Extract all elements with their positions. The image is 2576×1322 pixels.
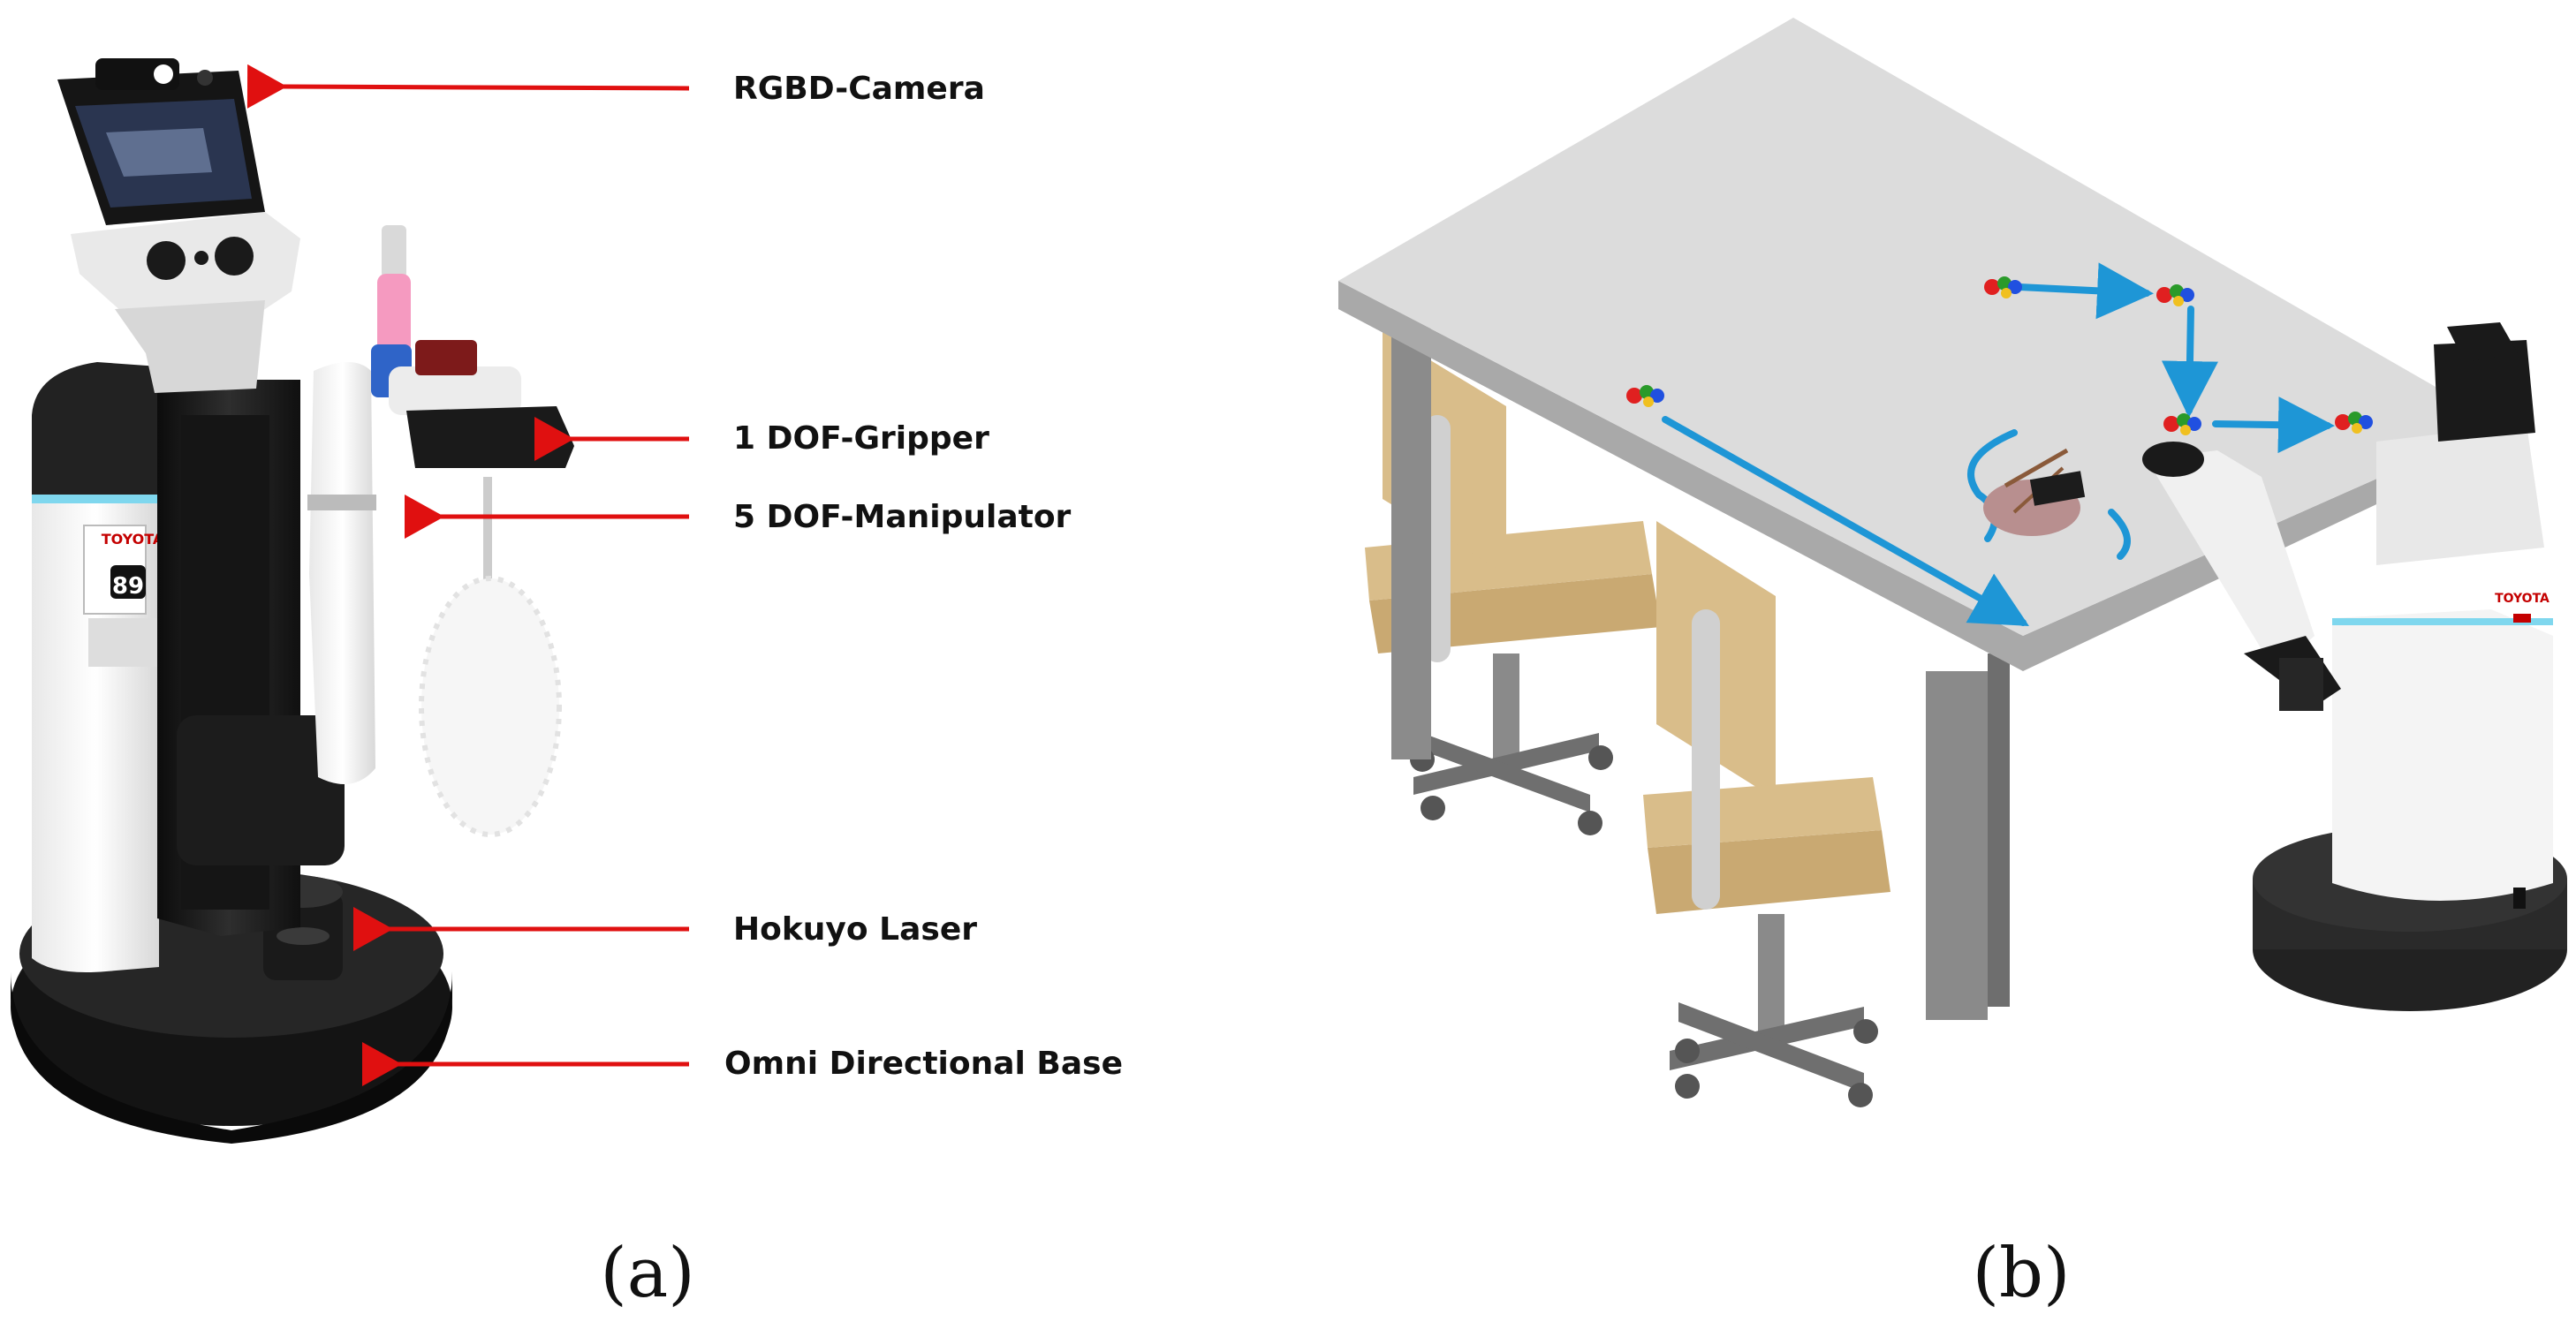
coordinate-frame-icons bbox=[1626, 276, 2373, 435]
label-hokuyo-laser: Hokuyo Laser bbox=[733, 911, 977, 948]
robot-arm bbox=[307, 225, 574, 837]
callout-arrows bbox=[246, 64, 690, 1086]
coordinate-frame-icon bbox=[2163, 413, 2201, 435]
path-top bbox=[2015, 262, 2154, 320]
coordinate-frame-icon bbox=[1626, 385, 1664, 407]
robot-body bbox=[32, 371, 159, 972]
caption-a: (a) bbox=[600, 1234, 694, 1313]
caption-b: (b) bbox=[1973, 1234, 2071, 1313]
table-clutter bbox=[1983, 448, 2086, 536]
coordinate-frame-icon bbox=[1984, 276, 2022, 298]
path-long bbox=[1662, 416, 2029, 626]
brand-sticker: TOYOTA 89 bbox=[83, 525, 168, 667]
chair-front bbox=[1643, 521, 1890, 1107]
path-right bbox=[2212, 397, 2335, 454]
gripper bbox=[406, 406, 574, 468]
label-gripper: 1 DOF-Gripper bbox=[733, 420, 989, 457]
panel-b: TOYOTA (b) bbox=[1338, 18, 2567, 1313]
coordinate-frame-icon bbox=[2156, 284, 2194, 306]
path-down bbox=[2161, 306, 2218, 418]
robot-illustration: TOYOTA bbox=[2142, 322, 2567, 1011]
brand-text: TOYOTA bbox=[102, 531, 164, 548]
robot-number: 89 bbox=[112, 573, 144, 600]
arrow-rgbd-camera bbox=[246, 64, 690, 109]
label-omni-base: Omni Directional Base bbox=[724, 1046, 1123, 1082]
rgbd-camera-display bbox=[57, 58, 265, 225]
label-rgbd-camera: RGBD-Camera bbox=[733, 71, 985, 107]
robot-brand-text: TOYOTA bbox=[2495, 592, 2549, 606]
panel-a: TOYOTA 89 bbox=[11, 58, 1123, 1313]
label-manipulator: 5 DOF-Manipulator bbox=[733, 499, 1072, 535]
duster bbox=[419, 576, 562, 837]
coordinate-frame-icon bbox=[2335, 412, 2373, 434]
robot-head bbox=[71, 212, 300, 393]
robot-photo: TOYOTA 89 bbox=[11, 58, 574, 1144]
